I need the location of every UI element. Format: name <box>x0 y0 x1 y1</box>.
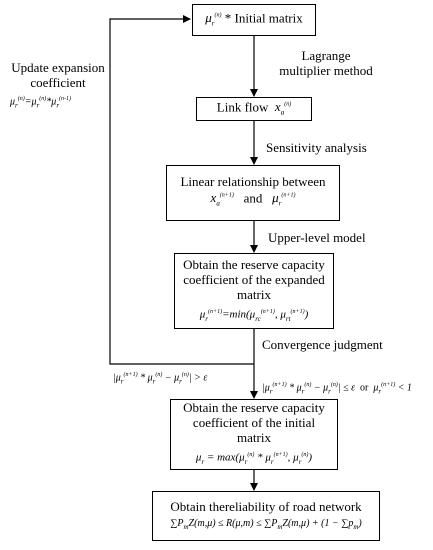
reserve-initial-label: Obtain the reserve capacity coefficient … <box>183 400 325 446</box>
link-flow-box: Link flow xa(n) <box>196 97 312 121</box>
lagrange-label: Lagrange multiplier method <box>279 48 373 78</box>
reliability-box: Obtain thereliability of road network ∑P… <box>152 491 380 541</box>
arrow-feedback-loop <box>109 15 254 365</box>
initial-matrix-box: μr(n) * Initial matrix <box>192 4 316 36</box>
not-converged-formula: |μr(n+1) * μr(n) − μr(n)| > ε <box>113 372 208 386</box>
linear-relationship-label: Linear relationship between <box>180 174 326 190</box>
linear-and-label: and <box>243 190 263 206</box>
convergence-label: Convergence judgment <box>262 337 383 352</box>
linear-relationship-box: Linear relationship between xa(n+1) and … <box>166 165 340 221</box>
upper-level-label: Upper-level model <box>268 230 366 245</box>
sensitivity-label: Sensitivity analysis <box>266 140 367 155</box>
expanded-formula: μr(n+1)=min(μrc(n+1), μrt(n+1)) <box>199 308 309 323</box>
reserve-expanded-box: Obtain the reserve capacity coefficient … <box>174 253 334 329</box>
reserve-expanded-label: Obtain the reserve capacity coefficient … <box>183 256 325 302</box>
reliability-label: Obtain thereliability of road network <box>170 498 362 514</box>
initial-formula: μr = max(μr(n) * μr(n+1), μr(n)) <box>195 451 313 466</box>
update-label: Update expansion coefficient <box>11 60 105 90</box>
reserve-initial-box: Obtain the reserve capacity coefficient … <box>170 399 338 470</box>
update-formula: μr(n)=μr(n)*μr(n-1) <box>10 96 72 110</box>
initial-matrix-label: * Initial matrix <box>224 9 303 25</box>
converged-formula: |μr(n+1) * μr(n) − μr(n)| ≤ ε or μr(n+1)… <box>262 382 412 396</box>
reliability-formula: ∑PmZ(m,μ) ≤ R(μ,m) ≤ ∑PmZ(m,μ) + (1 − ∑p… <box>170 517 362 531</box>
link-flow-label: Link flow <box>216 98 269 114</box>
